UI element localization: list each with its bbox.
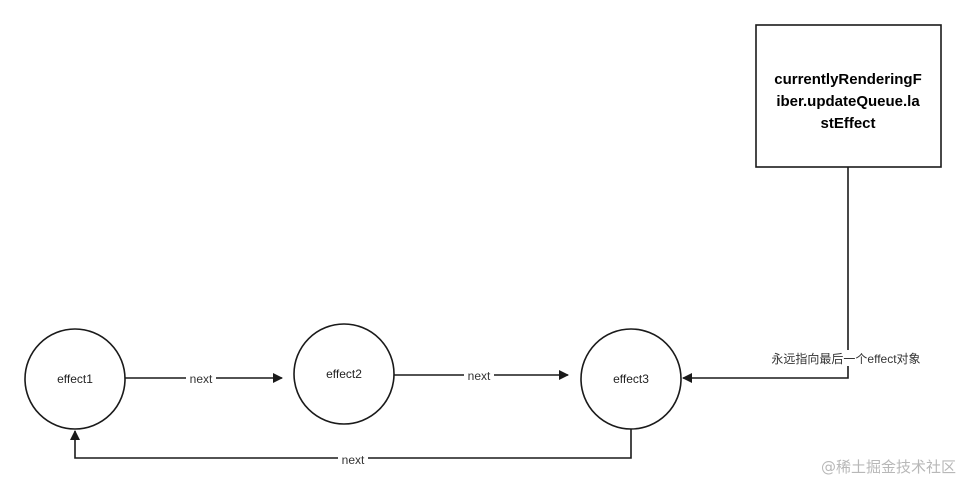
edge-box-to-effect3-label: 永远指向最后一个effect对象: [771, 351, 920, 366]
edge-label-bg: [338, 452, 368, 465]
last-effect-pointer-box: currentlyRenderingF iber.updateQueue.la …: [755, 24, 942, 168]
edge-effect3-to-effect1: next: [70, 429, 632, 467]
edge-label-bg: [752, 350, 940, 366]
edge-effect3-to-effect1-label: next: [342, 453, 365, 467]
edge-effect2-to-effect3-label: next: [468, 369, 491, 383]
edge-box-to-effect3: 永远指向最后一个effect对象: [682, 167, 940, 383]
edge-label-bg: [186, 372, 216, 385]
edge-label-bg: [464, 369, 494, 382]
node-effect1-circle: [24, 328, 126, 430]
node-effect2-label: effect2: [326, 367, 362, 381]
node-effect2: effect2: [293, 323, 395, 425]
pointer-box-line-2: iber.updateQueue.la: [776, 93, 920, 110]
pointer-box-line-3: stEffect: [820, 115, 875, 132]
node-effect1: effect1: [24, 328, 126, 430]
node-effect3-label: effect3: [613, 372, 649, 386]
node-effect3: effect3: [580, 328, 682, 430]
node-effect2-circle: [293, 323, 395, 425]
pointer-box-line-1: currentlyRenderingF: [774, 71, 922, 88]
pointer-box-rect: [755, 24, 942, 168]
edge-effect1-to-effect2: next: [125, 372, 283, 386]
edge-effect1-to-effect2-label: next: [190, 372, 213, 386]
node-effect1-label: effect1: [57, 372, 93, 386]
edge-effect2-to-effect3: next: [394, 369, 569, 383]
edge-box-to-effect3-line: [682, 167, 849, 383]
watermark-text: @稀土掘金技术社区: [821, 458, 956, 476]
